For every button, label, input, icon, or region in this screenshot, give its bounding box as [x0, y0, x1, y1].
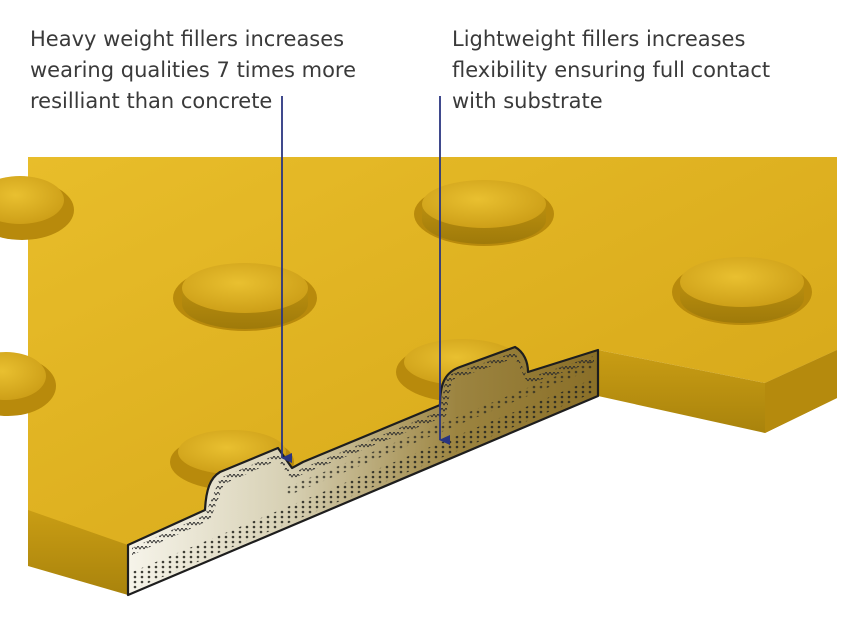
dome [173, 263, 317, 331]
dome [672, 257, 812, 325]
dome [414, 180, 554, 246]
